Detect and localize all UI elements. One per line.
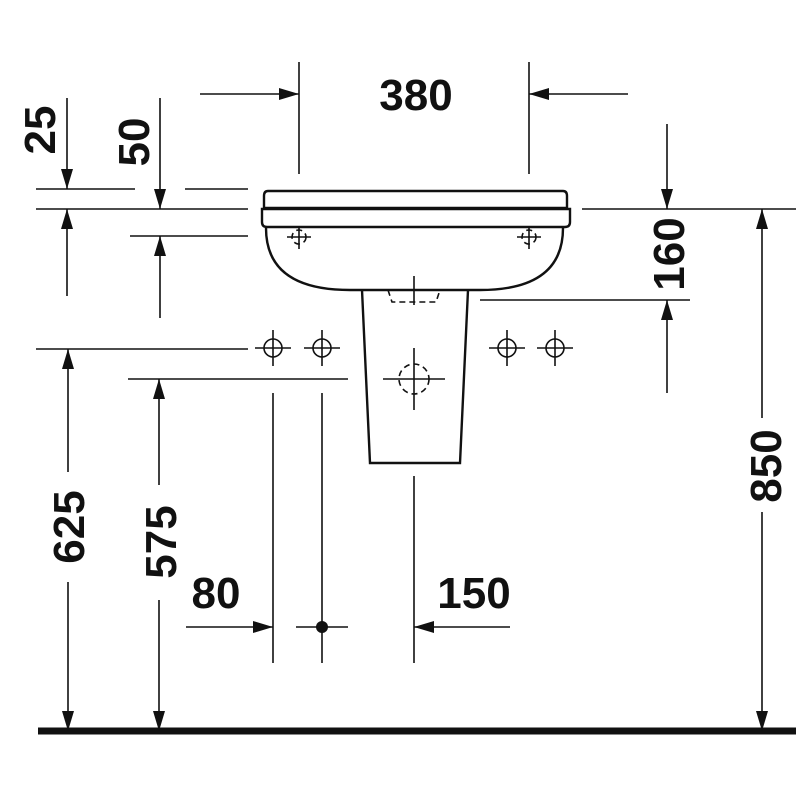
supply-connection-3 [488, 329, 526, 367]
dim-label-waste-height: 575 [137, 505, 186, 578]
supply-connection-2 [303, 329, 341, 367]
dim-label-rim-thickness: 25 [16, 106, 65, 155]
dimension-rim-depth: 50 [110, 98, 248, 318]
pedestal [360, 276, 470, 465]
dim-label-supply-height: 625 [45, 490, 94, 563]
dimension-centre-offset: 150 [413, 476, 511, 663]
fixing-hole-right [517, 226, 541, 249]
waste-outlet [383, 348, 445, 410]
dimension-top-width: 380 [200, 62, 628, 174]
fixing-hole-left [287, 226, 311, 249]
dimension-rim-thickness: 25 [16, 98, 248, 296]
dimension-basin-height: 160 [480, 124, 796, 393]
dim-label-centre-offset: 150 [437, 569, 510, 618]
dim-label-basin-height: 160 [645, 217, 694, 290]
supply-connection-1 [254, 329, 292, 367]
dim-label-rim-depth: 50 [110, 118, 159, 167]
dim-label-total-height: 850 [742, 429, 791, 502]
washbasin [260, 189, 572, 292]
dimension-side-offset: 80 [186, 393, 348, 663]
dim-label-side-offset: 80 [192, 569, 241, 618]
dimension-waste-height: 575 [128, 378, 348, 731]
dim-label-top-width: 380 [379, 71, 452, 120]
dimension-supply-height: 625 [36, 348, 248, 731]
dimension-total-height: 850 [742, 209, 791, 731]
supply-connection-4 [536, 329, 574, 367]
